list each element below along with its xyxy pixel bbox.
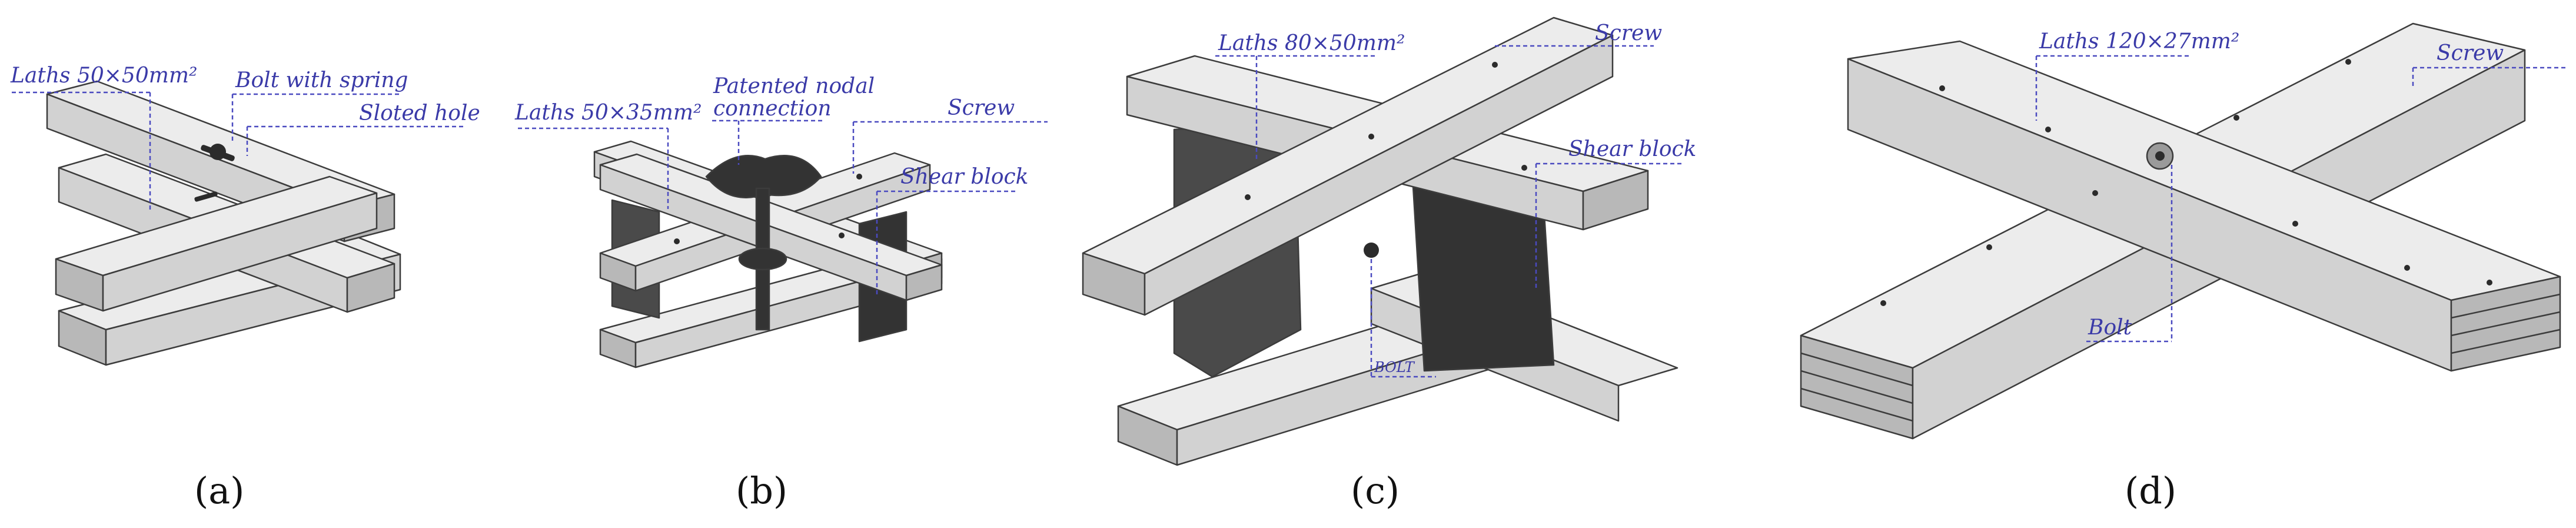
caption-a: (a) bbox=[194, 469, 244, 512]
caption-c: (c) bbox=[1351, 469, 1400, 512]
screw-label-c: Screw bbox=[1595, 21, 1662, 45]
caption-b: (b) bbox=[736, 469, 787, 512]
nodal-label-b-line2: connection bbox=[713, 97, 832, 121]
shear-label-c: Shear block bbox=[1568, 137, 1696, 161]
laths-label-d: Laths 120×27mm² bbox=[2039, 29, 2239, 54]
bolt-label-a: Bolt with spring bbox=[235, 68, 408, 92]
panel-b: Laths 50×35mm² Patented nodal connection… bbox=[514, 74, 1048, 512]
panel-a-drawing bbox=[46, 80, 401, 366]
bolt-label-d: Bolt bbox=[2088, 316, 2132, 340]
laths-label-c: Laths 80×50mm² bbox=[1218, 31, 1405, 55]
caption-d: (d) bbox=[2125, 469, 2176, 512]
panel-c: Laths 80×50mm² Screw Shear block BOLT (c… bbox=[1082, 16, 1696, 512]
panel-c-drawing bbox=[1082, 16, 1678, 466]
slot-label-a: Sloted hole bbox=[359, 101, 480, 125]
panel-d: Laths 120×27mm² Screw Bolt (d) bbox=[1800, 22, 2566, 512]
screw-label-d: Screw bbox=[2437, 41, 2504, 65]
panel-a: Laths 50×50mm² Bolt with spring Sloted h… bbox=[10, 64, 480, 512]
laths-label-a: Laths 50×50mm² bbox=[10, 64, 197, 88]
panel-d-drawing bbox=[1800, 22, 2561, 440]
bolt-label-c: BOLT bbox=[1374, 359, 1415, 376]
shear-label-b: Shear block bbox=[900, 165, 1028, 189]
laths-label-b: Laths 50×35mm² bbox=[514, 101, 702, 125]
panel-b-drawing bbox=[593, 140, 943, 368]
screw-label-b: Screw bbox=[948, 96, 1015, 120]
nodal-label-b-line1: Patented nodal bbox=[713, 74, 875, 98]
